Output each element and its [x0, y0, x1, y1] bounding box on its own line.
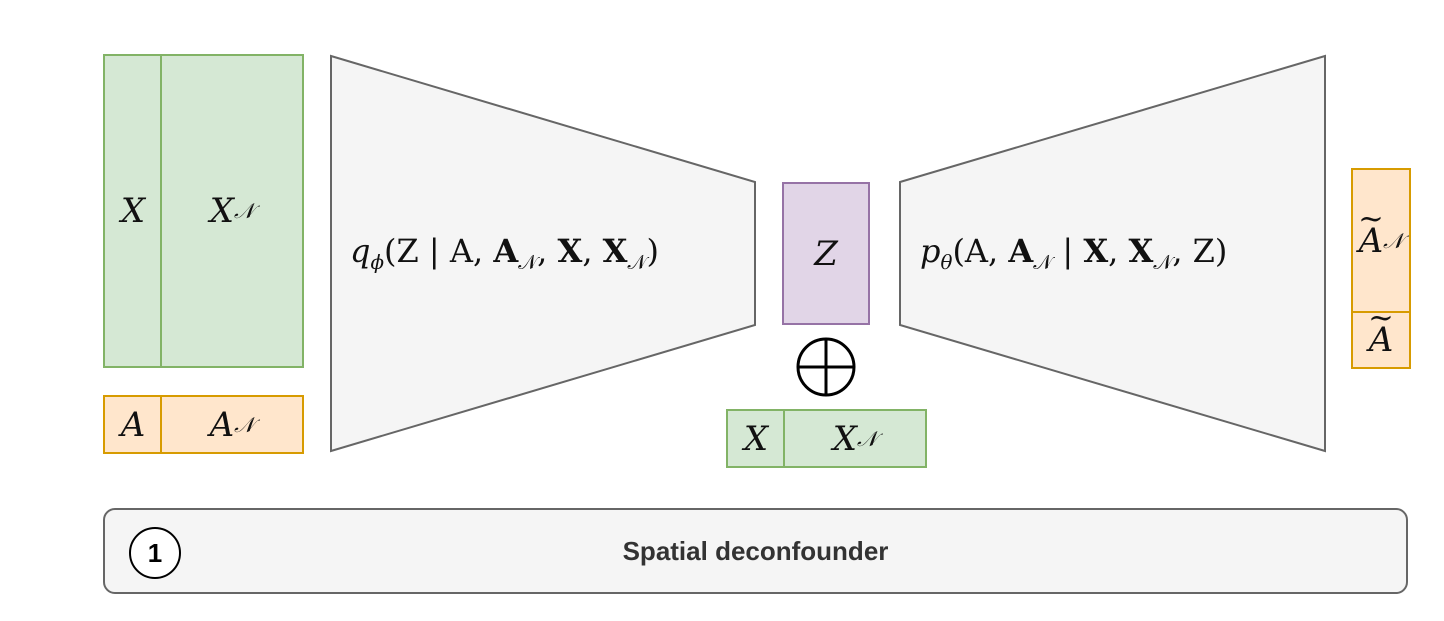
- concat-x-cell: X: [743, 418, 769, 459]
- encoder-formula: qϕ(Z | A, A𝒩, X, X𝒩): [350, 232, 659, 274]
- latent-z-label: Z: [814, 233, 838, 274]
- stage-title: Spatial deconfounder: [622, 536, 889, 566]
- decoder-formula: pθ(A, A𝒩 | X, X𝒩, Z): [920, 232, 1228, 274]
- step-number-badge: 1: [129, 527, 181, 579]
- input-a-cell: A: [120, 404, 146, 445]
- output-treatment-block: A𝒩 A: [1351, 168, 1411, 369]
- latent-z-block: Z: [782, 182, 870, 325]
- output-an-cell: A𝒩: [1353, 170, 1409, 311]
- input-x-cell: X: [120, 191, 146, 231]
- stage-banner: 1 Spatial deconfounder: [103, 508, 1408, 594]
- output-a-cell: A: [1353, 313, 1409, 367]
- decoder-trapezoid: [899, 54, 1326, 453]
- encoder-trapezoid: [330, 54, 756, 453]
